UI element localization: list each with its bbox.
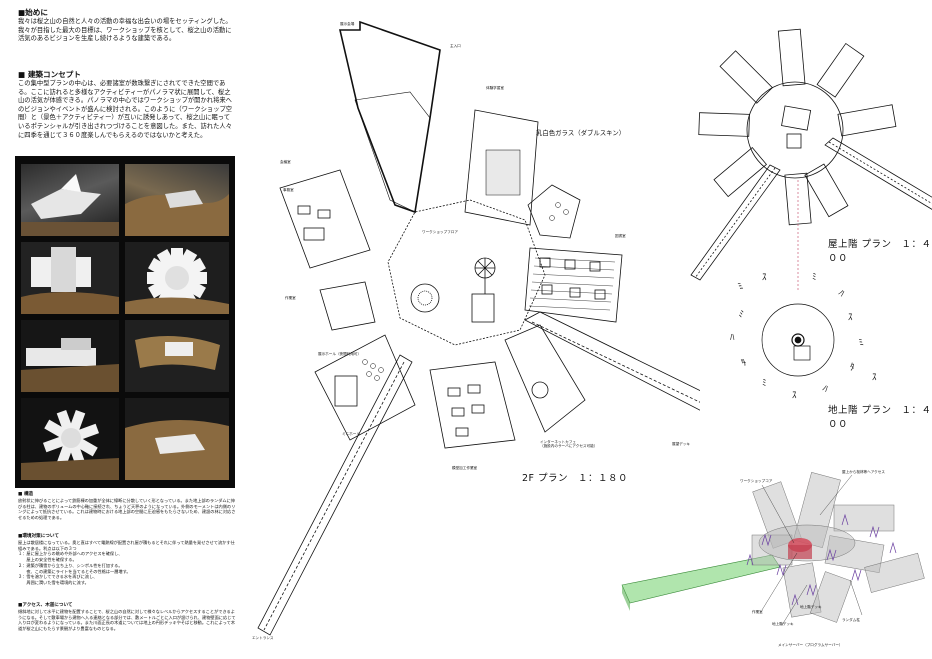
environment-title: ■環境対策について	[18, 534, 59, 539]
access-section: ■アクセス、木道について 傾斜地に対して水平に建物を配置することで、桜之山の自然…	[18, 603, 236, 632]
note-working-room: 作業室	[752, 610, 763, 614]
note-main-server: メインサーバー（プログラムサーバー）	[778, 643, 843, 647]
svg-text:ｽ: ｽ	[762, 273, 767, 283]
intro-section: ■始めに 我々は桜之山の自然と人々の活動の幸福な出会いの場をセッティングした。我…	[18, 8, 236, 44]
concept-section: ■ 建築コンセプト この集中型プランの中心は、必要諸室が数珠繋ぎにされてできた空…	[18, 70, 236, 140]
roof-plan-drawing	[690, 28, 932, 290]
svg-text:ﾐ: ﾐ	[737, 282, 746, 293]
floor2-plan-drawing	[257, 20, 700, 636]
svg-text:ﾐ: ﾐ	[858, 338, 866, 349]
environment-section: ■環境対策について 屋上は散居楼になっている。奥と直はすべて電熱線が配置され屋が…	[18, 534, 236, 586]
note-milky-glass: 乳白色ガラス（ダブルスキン）	[536, 129, 626, 137]
svg-text:ﾀ: ﾀ	[739, 357, 750, 368]
svg-text:ﾐ: ﾐ	[812, 273, 817, 283]
access-body: 傾斜地に対して水平に建物を配置することで、桜之山の自然に対して様々なレベルからア…	[18, 609, 236, 632]
central-ring	[387, 199, 546, 346]
svg-text:ｽ: ｽ	[792, 391, 797, 401]
note-workshop-core: ワークショップコア	[740, 479, 773, 483]
note-exhibit-hall: 展示ホール（夜間利用可）	[318, 352, 362, 356]
model-photo-4	[125, 242, 229, 314]
note-rooftop-access: 屋上から桜林等へアクセス	[842, 470, 885, 474]
intro-title: ■始めに	[18, 8, 48, 17]
svg-text:ﾊ: ﾊ	[836, 289, 846, 300]
intro-body: 我々は桜之山の自然と人々の活動の幸福な出会いの場をセッティングした。我々が目指し…	[18, 18, 232, 43]
model-photo-2	[125, 164, 229, 236]
model-photo-7	[21, 398, 119, 480]
note-random-columns: ランダム柱	[842, 618, 860, 622]
model-photo-panel	[15, 156, 235, 488]
note-office: 事務室	[283, 188, 294, 192]
environment-body: 屋上は散居楼になっている。奥と直はすべて電熱線が配置され屋が積もるとそれに伴って…	[18, 540, 235, 585]
note-experience: 体験学習室	[486, 86, 504, 90]
note-model-room: 模型加工作業室	[452, 466, 478, 470]
structure-section: ■ 構造 放射状に伸びることによって鉄筋棟の加重が全体に線断に分散していく形とな…	[18, 492, 236, 521]
note-meeting: 会議室	[280, 160, 291, 164]
model-photo-6	[125, 320, 229, 392]
svg-text:ﾀ: ﾀ	[850, 362, 855, 373]
roof-plan-title: 屋上階 プラン １：４００	[828, 239, 932, 264]
note-ground-deck-b: 地上階デッキ	[800, 605, 822, 609]
note-internet-cafe: インターネットカフェ （施設内のサーバにアクセス可能）	[540, 440, 598, 449]
note-workshop-floor: ワークショップフロア	[422, 230, 458, 234]
model-photo-3	[21, 242, 119, 314]
note-main-entrance: 主入口	[450, 44, 461, 48]
concept-title: ■ 建築コンセプト	[18, 70, 81, 79]
note-workroom: 作業室	[285, 296, 296, 300]
svg-text:ﾐ: ﾐ	[737, 309, 745, 320]
model-photo-5	[21, 320, 119, 392]
note-exhibition: 展示会場	[340, 22, 355, 26]
structure-body: 放射状に伸びることによって鉄筋棟の加重が全体に線断に分散していく形となっている。…	[18, 498, 236, 521]
floor2-plan-title: 2F プラン １：１８０	[522, 473, 629, 484]
note-ground-deck: 地上階デッキ	[772, 622, 794, 626]
axonometric-diagram	[621, 472, 925, 626]
svg-text:ｽ: ｽ	[872, 373, 877, 383]
ground-plan-drawing: ﾐ ｽ ﾐ ﾊ ﾀ ﾐ ｽ ﾊ ﾀ ﾐ ｽ ﾊ ﾐ ｽ	[730, 273, 877, 401]
svg-text:ｽ: ｽ	[848, 313, 853, 323]
model-photo-1	[21, 164, 119, 236]
note-mini-hall: ミニホール	[342, 432, 360, 436]
svg-text:ﾊ: ﾊ	[730, 333, 735, 343]
svg-text:ﾐ: ﾐ	[762, 379, 767, 389]
model-photo-8	[125, 398, 229, 480]
note-library: 図書室	[615, 234, 626, 238]
ground-plan-title: 地上階 プラン １：４００	[828, 405, 932, 430]
concept-body: この集中型プランの中心は、必要諸室が数珠繋ぎにされてできた空間である。ここに訪れ…	[18, 80, 233, 139]
svg-text:ﾊ: ﾊ	[821, 384, 830, 395]
note-entrance: エントランス	[252, 636, 274, 640]
access-title: ■アクセス、木道について	[18, 603, 73, 608]
structure-title: ■ 構造	[18, 492, 34, 497]
note-viewing: 展望デッキ	[672, 442, 690, 446]
